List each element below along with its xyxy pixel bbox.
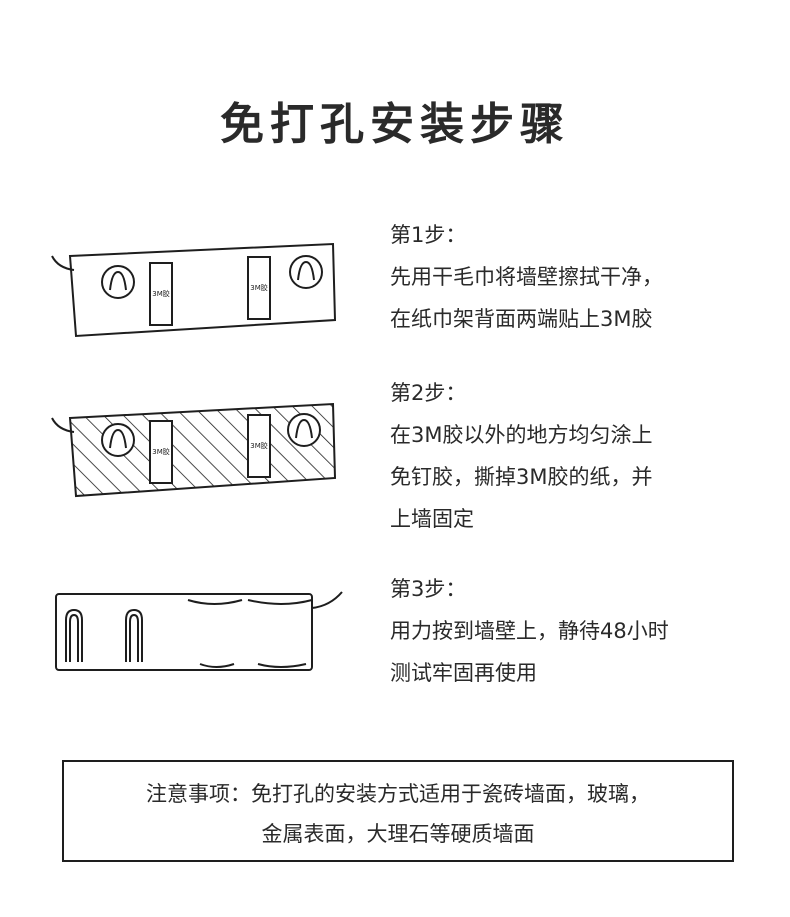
hook-hole-right xyxy=(287,413,321,447)
hook-right-inner xyxy=(129,613,139,662)
rack-front xyxy=(55,593,313,671)
rack-plate xyxy=(68,242,337,338)
step2-line-3: 上墙固定 xyxy=(390,507,474,531)
tape-left xyxy=(149,420,173,484)
step1-label: 第1步： xyxy=(390,223,467,247)
tape-left-label: 3M胶 xyxy=(152,289,170,298)
hook-right xyxy=(297,260,315,281)
notice-line-2: 金属表面，大理石等硬质墙面 xyxy=(261,822,535,846)
tape-right-label: 3M胶 xyxy=(250,283,268,292)
rack-wire-end xyxy=(311,591,343,609)
step3-label: 第3步： xyxy=(390,577,467,601)
hook-left xyxy=(109,270,127,291)
tape-right xyxy=(247,256,271,320)
step2-illustration: 3M胶 3M胶 xyxy=(51,402,337,498)
step1-illustration: 3M胶 3M胶 xyxy=(51,242,337,338)
step2-line-2: 免钉胶，撕掉3M胶的纸，并 xyxy=(390,465,653,489)
step2-label: 第2步： xyxy=(390,381,467,405)
bar-clip-2 xyxy=(247,599,313,605)
step3-illustration xyxy=(55,591,343,671)
hook-hole-left xyxy=(101,423,135,457)
page-title: 免打孔安装步骤 xyxy=(220,99,570,150)
bottom-clip-2 xyxy=(257,663,307,668)
step2-text: 第2步： 在3M胶以外的地方均匀涂上 免钉胶，撕掉3M胶的纸，并 上墙固定 xyxy=(390,372,770,540)
hook-right xyxy=(125,608,143,662)
step1-line-2: 在纸巾架背面两端贴上3M胶 xyxy=(390,307,653,331)
step1-text: 第1步： 先用干毛巾将墙壁擦拭干净， 在纸巾架背面两端贴上3M胶 xyxy=(390,214,770,340)
notice-line-1: 注意事项：免打孔的安装方式适用于瓷砖墙面，玻璃， xyxy=(146,782,650,806)
step2-line-1: 在3M胶以外的地方均匀涂上 xyxy=(390,423,653,447)
step3-line-1: 用力按到墙壁上，静待48小时 xyxy=(390,619,669,643)
tape-left xyxy=(149,262,173,326)
hook-hole-right xyxy=(289,255,323,289)
bottom-clip-1 xyxy=(199,663,235,668)
hook-hole-left xyxy=(101,265,135,299)
tape-right xyxy=(247,414,271,478)
step3-line-2: 测试牢固再使用 xyxy=(390,661,537,685)
notice-box: 注意事项：免打孔的安装方式适用于瓷砖墙面，玻璃， 金属表面，大理石等硬质墙面 xyxy=(62,760,734,862)
tape-right-label: 3M胶 xyxy=(250,441,268,450)
tape-left-label: 3M胶 xyxy=(152,447,170,456)
hook-left xyxy=(65,608,83,662)
step1-line-1: 先用干毛巾将墙壁擦拭干净， xyxy=(390,265,663,289)
hook-left-inner xyxy=(69,613,79,662)
hook-right xyxy=(295,418,313,439)
bar-clip-1 xyxy=(187,599,243,605)
step3-text: 第3步： 用力按到墙壁上，静待48小时 测试牢固再使用 xyxy=(390,568,770,694)
hook-left xyxy=(109,428,127,449)
